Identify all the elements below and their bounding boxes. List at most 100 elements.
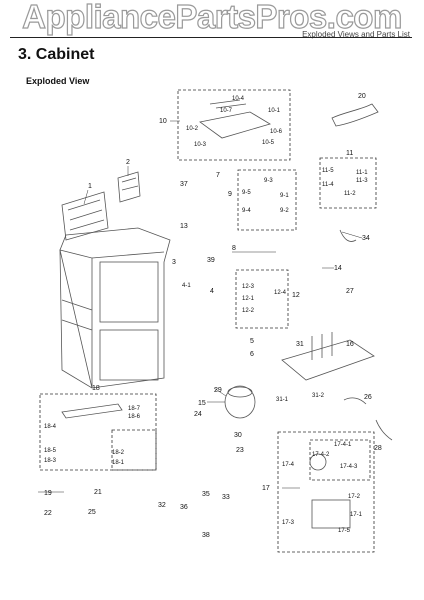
- callout-11: 11: [346, 150, 353, 157]
- top-cover-part-10: [199, 99, 271, 139]
- callout-17-4-3: 17-4-3: [340, 464, 358, 470]
- callout-31-2: 31-2: [312, 393, 325, 399]
- callout-18-6: 18-6: [128, 414, 141, 420]
- leader-lines: [38, 120, 363, 493]
- callout-17-3: 17-3: [282, 520, 295, 526]
- compressor-part-24: [224, 385, 256, 419]
- panel-part-1: [61, 191, 109, 241]
- callout-33: 33: [222, 494, 230, 501]
- panel-part-2: [117, 171, 141, 203]
- callout-2: 2: [126, 159, 130, 166]
- header-rule: [10, 37, 412, 38]
- running-header: Exploded Views and Parts List: [302, 30, 410, 39]
- callout-17-5: 17-5: [338, 528, 351, 534]
- callout-34: 34: [362, 235, 370, 242]
- callout-11-1: 11-1: [356, 170, 368, 176]
- group-box-12: [235, 269, 289, 329]
- callout-13: 13: [180, 223, 188, 230]
- callout-24: 24: [194, 411, 202, 418]
- callout-12-3: 12-3: [242, 284, 255, 290]
- callout-31-1: 31-1: [276, 397, 289, 403]
- callout-labels: 1 2 3 4 4-1 5 6 7 8 9 9-1 9-2 9-3 9-4 9-…: [44, 93, 382, 539]
- cabinet-body-drawing: [59, 227, 171, 389]
- callout-5: 5: [250, 338, 254, 345]
- callout-27: 27: [346, 288, 354, 295]
- callout-39: 39: [207, 257, 215, 264]
- callout-32: 32: [158, 502, 166, 509]
- callout-10-5: 10-5: [262, 140, 275, 146]
- callout-17-4-1: 17-4-1: [334, 442, 352, 448]
- callout-11-5: 11-5: [322, 168, 334, 174]
- callout-9-2: 9-2: [280, 208, 289, 214]
- callout-19: 19: [44, 490, 52, 497]
- part-34-drawing: [339, 229, 357, 242]
- callout-3: 3: [172, 259, 176, 266]
- callout-17-4: 17-4: [282, 462, 295, 468]
- callout-9-3: 9-3: [264, 178, 273, 184]
- callout-10-4: 10-4: [232, 96, 245, 102]
- part-28-drawing: [375, 419, 393, 441]
- group-box-18-sub: [111, 429, 157, 471]
- callout-23: 23: [236, 447, 244, 454]
- callout-11-4: 11-4: [322, 182, 334, 188]
- rail-part-18: [61, 403, 123, 419]
- callout-10-6: 10-6: [270, 129, 283, 135]
- part-20-drawing: [331, 103, 379, 127]
- group-box-18: [39, 393, 157, 471]
- base-tray-part-31: [281, 332, 375, 381]
- callout-35: 35: [202, 491, 210, 498]
- group-box-11: [319, 157, 377, 209]
- callout-10-2: 10-2: [186, 126, 199, 132]
- callout-37: 37: [180, 181, 188, 188]
- callout-4-1: 4-1: [182, 283, 191, 289]
- callout-38: 38: [202, 532, 210, 539]
- callout-15: 15: [198, 400, 206, 407]
- callout-4: 4: [210, 288, 214, 295]
- callout-18-7: 18-7: [128, 406, 141, 412]
- watermark-logo: AppliancePartsPros.com: [22, 0, 403, 36]
- callout-9-1: 9-1: [280, 193, 289, 199]
- group-box-17: [277, 431, 375, 553]
- callout-18: 18: [92, 385, 100, 392]
- callout-18-3: 18-3: [44, 458, 57, 464]
- callout-36: 36: [180, 504, 188, 511]
- callout-11-2: 11-2: [344, 191, 356, 197]
- part-29-drawing: [343, 397, 367, 405]
- callout-22: 22: [44, 510, 52, 517]
- callout-17: 17: [262, 485, 270, 492]
- callout-20: 20: [358, 93, 366, 100]
- callout-7: 7: [216, 172, 220, 179]
- callout-26: 26: [364, 394, 372, 401]
- callout-18-2: 18-2: [112, 450, 125, 456]
- callout-18-1: 18-1: [112, 460, 125, 466]
- subsection-title: Exploded View: [26, 76, 90, 86]
- callout-17-4-2: 17-4-2: [312, 452, 330, 458]
- callout-10-1: 10-1: [268, 108, 281, 114]
- fan-assembly-part-17: [309, 453, 351, 529]
- callout-10-3: 10-3: [194, 142, 207, 148]
- callout-31: 31: [296, 341, 304, 348]
- callout-17-2: 17-2: [348, 494, 361, 500]
- callout-18-4: 18-4: [44, 424, 57, 430]
- callout-21: 21: [94, 489, 102, 496]
- callout-28: 28: [374, 445, 382, 452]
- section-title: 3. Cabinet: [18, 46, 95, 63]
- callout-9-5: 9-5: [242, 190, 251, 196]
- callout-30: 30: [234, 432, 242, 439]
- callout-12-4: 12-4: [274, 290, 287, 296]
- callout-11-3: 11-3: [356, 178, 368, 184]
- callout-6: 6: [250, 351, 254, 358]
- callout-29: 29: [214, 387, 222, 394]
- callout-12-1: 12-1: [242, 296, 255, 302]
- callout-12: 12: [292, 292, 300, 299]
- callout-8: 8: [232, 245, 236, 252]
- callout-9-4: 9-4: [242, 208, 251, 214]
- callout-14: 14: [334, 265, 342, 272]
- callout-18-5: 18-5: [44, 448, 57, 454]
- callout-16: 16: [346, 341, 354, 348]
- group-box-10: [177, 89, 291, 161]
- callout-25: 25: [88, 509, 96, 516]
- callout-10-7: 10-7: [220, 108, 233, 114]
- callout-12-2: 12-2: [242, 308, 255, 314]
